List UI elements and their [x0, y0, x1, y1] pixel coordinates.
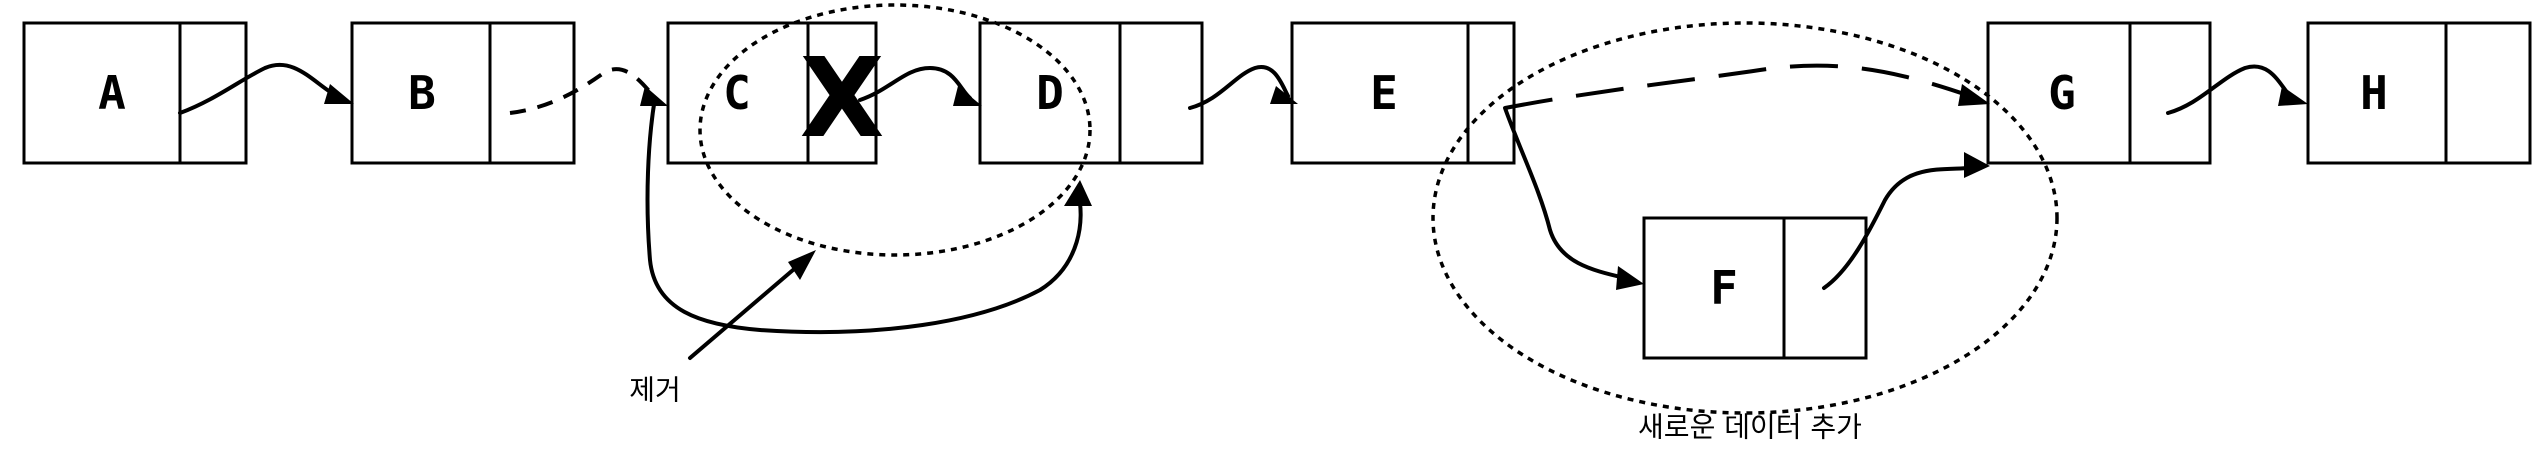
node-a-label: A — [98, 66, 126, 120]
remove-caption-pointer-arrowhead — [788, 250, 816, 280]
arrowhead-b-to-d-bypass — [1064, 180, 1092, 206]
remove-caption-pointer — [688, 262, 802, 360]
node-b-label: B — [408, 66, 436, 120]
node-c-label: C — [723, 66, 751, 120]
arrowhead-b-to-c — [640, 86, 668, 106]
arrowhead-e-to-f — [1616, 266, 1644, 290]
node-h-label: H — [2360, 66, 2388, 120]
link-b-to-d-bypass — [645, 96, 1083, 335]
link-e-to-f — [1503, 106, 1627, 280]
arrowhead-g-to-h — [2278, 86, 2308, 106]
add-caption: 새로운 데이터 추가 — [1638, 411, 1862, 444]
node-e: E — [1290, 21, 1516, 165]
node-e-label: E — [1370, 66, 1398, 120]
node-d-label: D — [1036, 66, 1064, 120]
link-f-to-g — [1822, 166, 1972, 290]
node-f-label: F — [1710, 261, 1738, 315]
link-d-to-e — [1188, 65, 1290, 110]
add-region — [1431, 21, 2059, 415]
node-g-label: G — [2048, 66, 2076, 120]
remove-region — [698, 3, 1092, 257]
remove-caption: 제거 — [629, 374, 681, 407]
link-g-to-h — [2166, 64, 2292, 115]
node-b: B — [350, 21, 576, 165]
arrowhead-f-to-g — [1964, 152, 1990, 178]
link-b-to-c-dashed — [509, 67, 657, 115]
link-e-to-g-dashed — [1504, 63, 1971, 110]
node-g: G — [1986, 21, 2212, 165]
removed-x-mark: X — [800, 34, 885, 162]
node-a: A — [22, 21, 248, 165]
link-c-to-d — [858, 65, 972, 102]
node-h: H — [2306, 21, 2532, 165]
link-a-to-b — [178, 62, 342, 115]
arrowhead-e-to-g — [1958, 84, 1990, 106]
node-c: C — [666, 21, 878, 165]
node-d: D — [978, 21, 1204, 165]
arrowhead-d-to-e — [1270, 86, 1298, 104]
arrowhead-a-to-b — [324, 84, 354, 104]
arrowhead-c-to-d — [953, 86, 982, 106]
node-f: F — [1642, 216, 1868, 360]
